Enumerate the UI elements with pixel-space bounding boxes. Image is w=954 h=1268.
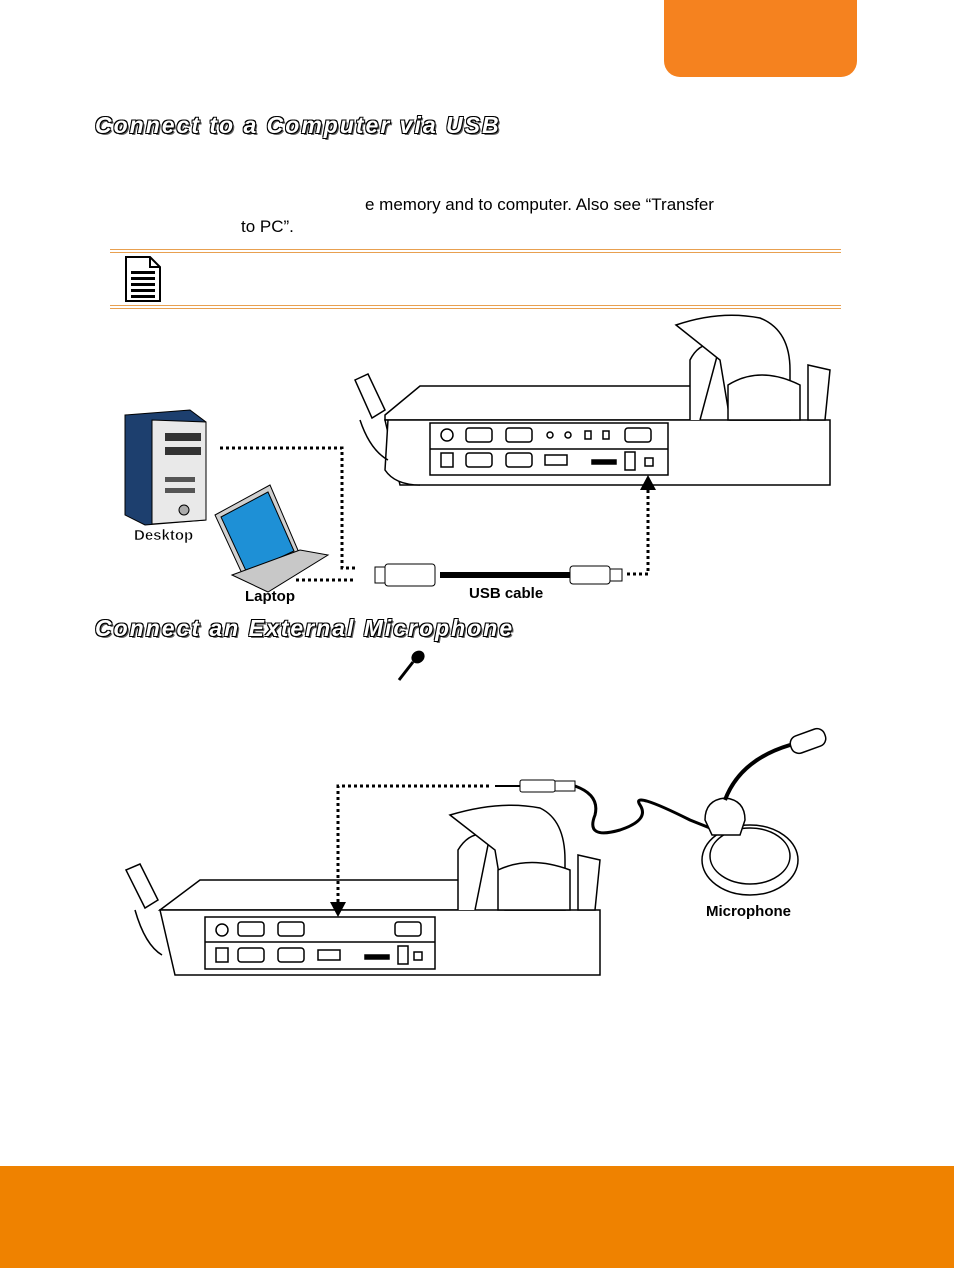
usb-cable-illustration <box>374 563 623 587</box>
note-bottom-divider <box>110 305 841 309</box>
laptop-label: Laptop <box>245 588 295 605</box>
desktop-label: Desktop <box>134 527 193 544</box>
usb-connection-diagram: Desktop Laptop USB cable <box>124 314 831 605</box>
microphone-section-title: Connect an External Microphone <box>95 615 515 641</box>
usb-section-title: Connect to a Computer via USB <box>95 112 501 138</box>
note-top-divider <box>110 249 841 253</box>
usb-body-text-line2: to PC”. <box>241 217 294 236</box>
note-box <box>110 249 841 309</box>
desktop-computer-illustration <box>124 409 207 526</box>
desk-microphone-illustration <box>701 727 827 896</box>
microphone-connection-diagram: Microphone <box>124 727 827 976</box>
microphone-icon <box>397 650 425 681</box>
usb-cable-label: USB cable <box>469 585 543 602</box>
document-camera-illustration <box>354 314 831 486</box>
chapter-tab-marker <box>664 0 857 77</box>
document-camera-rear-illustration <box>124 804 601 976</box>
document-note-icon <box>125 256 161 302</box>
footer-bar <box>0 1166 954 1268</box>
usb-body-text-line1: e memory and to computer. Also see “Tran… <box>365 195 714 214</box>
microphone-plug-illustration <box>495 779 576 793</box>
microphone-label: Microphone <box>706 903 791 920</box>
laptop-illustration <box>214 484 330 593</box>
